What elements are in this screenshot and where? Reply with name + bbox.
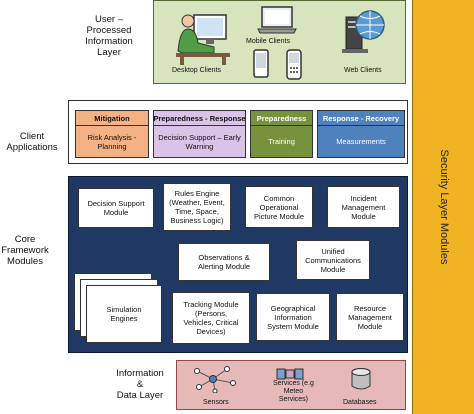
app-mitigation: Mitigation Risk Analysis - Planning [75,110,149,158]
tracking-module: Tracking Module (Persons, Vehicles, Crit… [172,292,250,344]
resource-management-module: Resource Management Module [336,293,404,341]
data-layer-label: Information & Data Layer [116,368,164,401]
core-framework-label: Core Framework Modules [1,234,49,267]
app-response-recovery-title: Response - Recovery [318,111,404,126]
desktop-client-icon [176,14,230,65]
web-client-icon [342,10,385,53]
web-clients-caption: Web Clients [344,67,382,74]
mobile-clients-caption: Mobile Clients [246,38,290,45]
app-preparedness-body: Training [268,137,295,146]
observations-alerting-module: Observations & Alerting Module [178,243,270,281]
app-preparedness-response-body: Decision Support – Early Warning [158,132,241,151]
common-operational-picture-module: Common Operational Picture Module [245,186,313,228]
database-icon [351,368,371,390]
rules-engine-module: Rules Engine (Weather, Event, Time, Spac… [163,183,231,231]
app-response-recovery-body: Measurements [336,137,386,146]
app-preparedness-title: Preparedness [251,111,312,126]
unified-communications-module: Unified Communications Module [296,240,370,280]
sensors-caption: Sensors [203,399,229,406]
gis-module: Geographical Information System Module [256,293,330,341]
app-response-recovery: Response - Recovery Measurements [317,110,405,158]
services-caption: Services (e.g Meteo Services) [273,380,314,403]
decision-support-module: Decision Support Module [78,188,154,228]
laptop-icon [257,6,297,34]
client-applications-label: Client Applications [6,131,58,153]
sensor-network-icon [194,366,236,393]
databases-caption: Databases [343,399,377,406]
desktop-clients-caption: Desktop Clients [172,67,222,74]
app-mitigation-title: Mitigation [76,111,148,126]
app-preparedness-response: Preparedness - Response Decision Support… [153,110,246,158]
simulation-engines-module: Simulation Engines [86,285,162,343]
smartphone-icon [286,49,302,80]
user-layer-panel: Desktop Clients Mobile Clients Web Clien… [153,0,406,84]
security-layer-label: Security Layer Modules [437,149,450,265]
mobile-phone-icon [253,49,269,78]
data-layer-panel: Sensors Services (e.g Meteo Services) Da… [176,360,406,410]
app-mitigation-body: Risk Analysis - Planning [87,132,137,151]
app-preparedness: Preparedness Training [250,110,313,158]
user-layer-label: User – Processed Information Layer [85,14,133,58]
satellite-icon [276,368,304,380]
app-preparedness-response-title: Preparedness - Response [153,111,246,126]
incident-management-module: Incident Management Module [327,186,400,228]
security-layer: Security Layer Modules [412,0,474,414]
